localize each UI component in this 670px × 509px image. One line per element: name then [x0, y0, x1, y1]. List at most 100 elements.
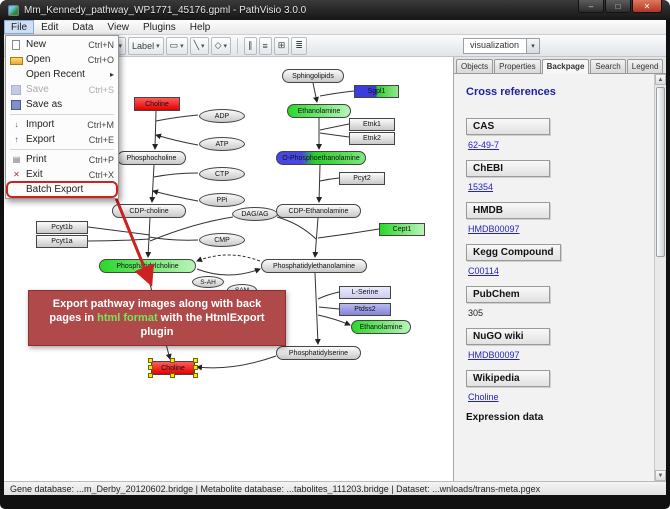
stack-button[interactable]: ≣ — [291, 36, 307, 55]
xref-link[interactable]: C00114 — [468, 266, 499, 276]
menu-edit[interactable]: Edit — [41, 21, 59, 33]
dropdown-arrow-icon: ▾ — [201, 42, 205, 50]
pathway-node-ptdss2[interactable]: Ptdss2 — [339, 303, 391, 316]
pathway-node-pcyt2[interactable]: Pcyt2 — [339, 172, 385, 185]
pathway-node-etnk2[interactable]: Etnk2 — [349, 132, 395, 145]
pathway-node-ethanolamine[interactable]: Ethanolamine — [287, 104, 351, 118]
xref-link[interactable]: 15354 — [468, 182, 494, 192]
menu-file[interactable]: File — [4, 20, 35, 34]
minimize-button[interactable]: – — [578, 0, 604, 13]
new-template-button[interactable]: ◇▾ — [210, 36, 231, 55]
new-line-icon: ╲ — [193, 40, 200, 50]
visualization-combobox[interactable]: visualization ▾ — [463, 37, 540, 54]
window-title: Mm_Kennedy_pathway_WP1771_45176.gpml - P… — [24, 4, 307, 16]
pathway-node-atp[interactable]: ATP — [199, 137, 245, 151]
pathway-node-ppi[interactable]: PPi — [199, 193, 245, 207]
xref-link[interactable]: 62-49-7 — [468, 140, 500, 150]
tab-backpage[interactable]: Backpage — [541, 59, 590, 74]
visualization-dropdown-arrow-icon[interactable]: ▾ — [526, 38, 539, 53]
common-size-icon: ⊞ — [277, 40, 286, 50]
selection-handle[interactable] — [193, 365, 198, 370]
pathway-node-cept1[interactable]: Cept1 — [379, 223, 425, 236]
xref-link[interactable]: HMDB00097 — [468, 224, 520, 234]
toolbar-separator — [237, 37, 238, 54]
new-line-button[interactable]: ╲▾ — [189, 36, 209, 55]
pathway-node-cdp-ethanolamine[interactable]: CDP-Ethanolamine — [276, 204, 361, 218]
common-size-button[interactable]: ⊞ — [273, 36, 290, 55]
pathway-node-phosphatidylcholine[interactable]: Phosphatidylcholine — [99, 259, 196, 273]
scroll-up-icon[interactable]: ▲ — [655, 74, 666, 85]
close-button[interactable]: ✕ — [632, 0, 662, 13]
scroll-down-icon[interactable]: ▼ — [655, 470, 666, 481]
dropdown-arrow-icon: ▾ — [156, 42, 160, 50]
pathway-node-adp[interactable]: ADP — [199, 109, 245, 123]
new-icon — [12, 39, 20, 50]
pathway-node-cdp-choline[interactable]: CDP-choline — [112, 204, 186, 218]
pathway-node-dag-ag[interactable]: DAG/AG — [232, 207, 278, 221]
pathway-node-sphingolipids[interactable]: Sphingolipids — [282, 69, 344, 83]
callout-text: Export pathway images along with back pa… — [39, 297, 275, 340]
pathway-node-etnk1[interactable]: Etnk1 — [349, 118, 395, 131]
window-controls: – □ ✕ — [577, 0, 662, 13]
selection-handle[interactable] — [148, 373, 153, 378]
xref-link[interactable]: HMDB00097 — [468, 350, 520, 360]
xref-source-label: PubChem — [466, 286, 550, 303]
new-label-button[interactable]: Label▾ — [128, 36, 164, 55]
blank-icon — [10, 70, 23, 80]
menu-item-shortcut: Ctrl+E — [88, 134, 114, 145]
titlebar[interactable]: Mm_Kennedy_pathway_WP1771_45176.gpml - P… — [0, 0, 670, 20]
xref-source-label: Kegg Compound — [466, 244, 561, 261]
pathway-node-sgpl1[interactable]: Sgpl1 — [354, 85, 399, 98]
menu-plugins[interactable]: Plugins — [142, 21, 176, 33]
dropdown-arrow-icon: ▾ — [180, 42, 184, 50]
menu-separator — [10, 114, 114, 115]
menu-item-save-as[interactable]: Save as — [7, 97, 117, 112]
tab-objects[interactable]: Objects — [456, 59, 494, 73]
tab-legend[interactable]: Legend — [626, 59, 664, 73]
align-horizontal-button[interactable]: ∥ — [244, 36, 257, 55]
scrollbar-thumb[interactable] — [656, 87, 665, 257]
menu-item-open-recent[interactable]: Open Recent▸ — [7, 67, 117, 82]
pathway-node-choline[interactable]: Choline — [134, 97, 180, 111]
menu-view[interactable]: View — [107, 21, 129, 33]
xref-link[interactable]: Choline — [468, 392, 499, 402]
blank-icon — [10, 185, 23, 195]
selection-handle[interactable] — [193, 373, 198, 378]
pathway-node-pcyt1a[interactable]: Pcyt1a — [36, 235, 88, 248]
selection-handle[interactable] — [148, 358, 153, 363]
pathway-node-phosphatidylethanolamine[interactable]: Phosphatidylethanolamine — [261, 259, 367, 273]
selection-handle[interactable] — [193, 358, 198, 363]
maximize-button[interactable]: □ — [605, 0, 631, 13]
import-icon — [10, 120, 23, 130]
pathway-node-o-phosphoethanolamine[interactable]: O-Phosphoethanolamine — [276, 151, 366, 165]
tab-search[interactable]: Search — [590, 59, 626, 73]
menu-help[interactable]: Help — [189, 21, 211, 33]
new-shape-button[interactable]: ▭▾ — [165, 36, 188, 55]
pathway-node-phosphocholine[interactable]: Phosphocholine — [117, 151, 186, 165]
selection-handle[interactable] — [148, 365, 153, 370]
pathway-node-pcyt1b[interactable]: Pcyt1b — [36, 221, 88, 234]
pathway-node-l-serine[interactable]: L-Serine — [339, 286, 391, 299]
selection-handle[interactable] — [170, 358, 175, 363]
align-vertical-button[interactable]: ≡ — [258, 36, 272, 55]
pathway-node-ethanolamine[interactable]: Ethanolamine — [351, 320, 411, 334]
open-icon — [10, 56, 23, 65]
pathway-node-s-ah[interactable]: S-AH — [192, 276, 224, 288]
tab-properties[interactable]: Properties — [494, 59, 541, 73]
pathway-node-cmp[interactable]: CMP — [199, 233, 245, 247]
menu-data[interactable]: Data — [72, 21, 94, 33]
selection-handle[interactable] — [170, 373, 175, 378]
menu-item-batch-export[interactable]: Batch Export — [6, 181, 118, 198]
pathway-node-ctp[interactable]: CTP — [199, 167, 245, 181]
sidebar-scrollbar[interactable]: ▲ ▼ — [654, 74, 666, 481]
pathway-node-phosphatidylserine[interactable]: Phosphatidylserine — [276, 346, 361, 360]
